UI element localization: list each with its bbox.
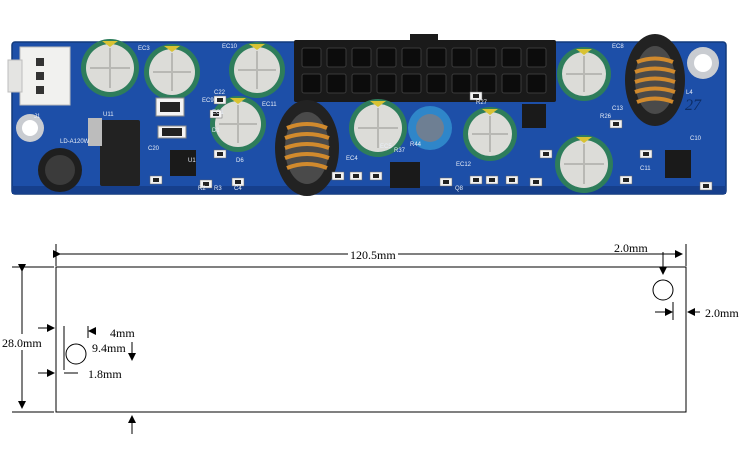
capacitor-5 bbox=[349, 99, 407, 157]
silkscreen-label: U1 bbox=[188, 158, 196, 164]
silkscreen-label: C22 bbox=[214, 90, 226, 96]
hole-offset-right-label: 2.0mm bbox=[705, 306, 739, 320]
board-outline bbox=[55, 266, 687, 413]
silkscreen-label: EC12 bbox=[456, 162, 472, 168]
silkscreen-label: R2 bbox=[198, 186, 206, 192]
model-label: LD-A120W bbox=[60, 139, 90, 145]
length-label: 120.5mm bbox=[350, 248, 396, 262]
outline-hole-left bbox=[65, 343, 87, 365]
inductor-l4 bbox=[625, 34, 685, 126]
silkscreen-label: J1 bbox=[34, 114, 41, 120]
hole-dia-label: 4mm bbox=[110, 326, 135, 340]
silkscreen-label: EC11 bbox=[262, 102, 277, 108]
capacitor-4 bbox=[210, 96, 266, 152]
silkscreen-label: R26 bbox=[600, 114, 612, 120]
hole-x-label: 1.8mm bbox=[88, 367, 122, 381]
capacitor-7 bbox=[557, 47, 611, 101]
silkscreen-label: EC1 bbox=[212, 110, 224, 116]
silkscreen-label: R3 bbox=[214, 186, 222, 192]
silkscreen-label: EC9 bbox=[202, 98, 214, 104]
hole-y-label: 9.4mm bbox=[92, 341, 126, 355]
mounting-hole-left bbox=[16, 114, 44, 142]
silkscreen-label: EC10 bbox=[222, 44, 238, 50]
silkscreen-label: C13 bbox=[612, 106, 624, 112]
black-capacitor bbox=[38, 148, 82, 192]
capacitor-6 bbox=[463, 107, 517, 161]
corner-mark: 27 bbox=[685, 97, 702, 114]
capacitor-2 bbox=[144, 44, 200, 100]
silkscreen-label: EC8 bbox=[612, 44, 624, 50]
capacitor-1 bbox=[81, 39, 139, 97]
dimension-drawing: 120.5mm 2.0mm 2.0mm 28.0mm 4mm 9.4mm 1.8… bbox=[0, 230, 750, 465]
blue-capacitor bbox=[408, 106, 452, 150]
silkscreen-label: D1 bbox=[212, 128, 220, 134]
silkscreen-label: C4 bbox=[234, 186, 242, 192]
silkscreen-label: EC3 bbox=[138, 46, 150, 52]
silkscreen-label: C20 bbox=[148, 146, 160, 152]
ic-right bbox=[522, 104, 546, 128]
inductor-l1 bbox=[275, 100, 339, 196]
mounting-hole-right bbox=[687, 47, 719, 79]
j1-connector bbox=[7, 46, 71, 106]
height-label: 28.0mm bbox=[2, 336, 42, 350]
silkscreen-label: D6 bbox=[236, 158, 244, 164]
silkscreen-label: C11 bbox=[640, 166, 651, 172]
silkscreen-label: Q8 bbox=[455, 186, 464, 192]
ic-center bbox=[390, 162, 420, 188]
atx-24pin-connector bbox=[294, 34, 556, 102]
capacitor-3 bbox=[229, 42, 285, 98]
silkscreen-label: EC5 bbox=[380, 144, 392, 150]
capacitor-8 bbox=[555, 135, 613, 193]
silkscreen-label: C10 bbox=[690, 136, 702, 142]
ic-right-2 bbox=[665, 150, 691, 178]
silkscreen-label: EC4 bbox=[346, 156, 358, 162]
outline-hole-right bbox=[652, 279, 674, 301]
silkscreen-label: R27 bbox=[476, 100, 488, 106]
hole-offset-top-label: 2.0mm bbox=[614, 241, 648, 255]
silkscreen-label: U11 bbox=[103, 112, 114, 118]
ic-u11 bbox=[88, 118, 140, 186]
ic-u1 bbox=[170, 150, 196, 176]
silkscreen-label: R37 bbox=[394, 148, 406, 154]
silkscreen-label: R44 bbox=[410, 142, 422, 148]
silkscreen-label: L4 bbox=[686, 90, 693, 96]
